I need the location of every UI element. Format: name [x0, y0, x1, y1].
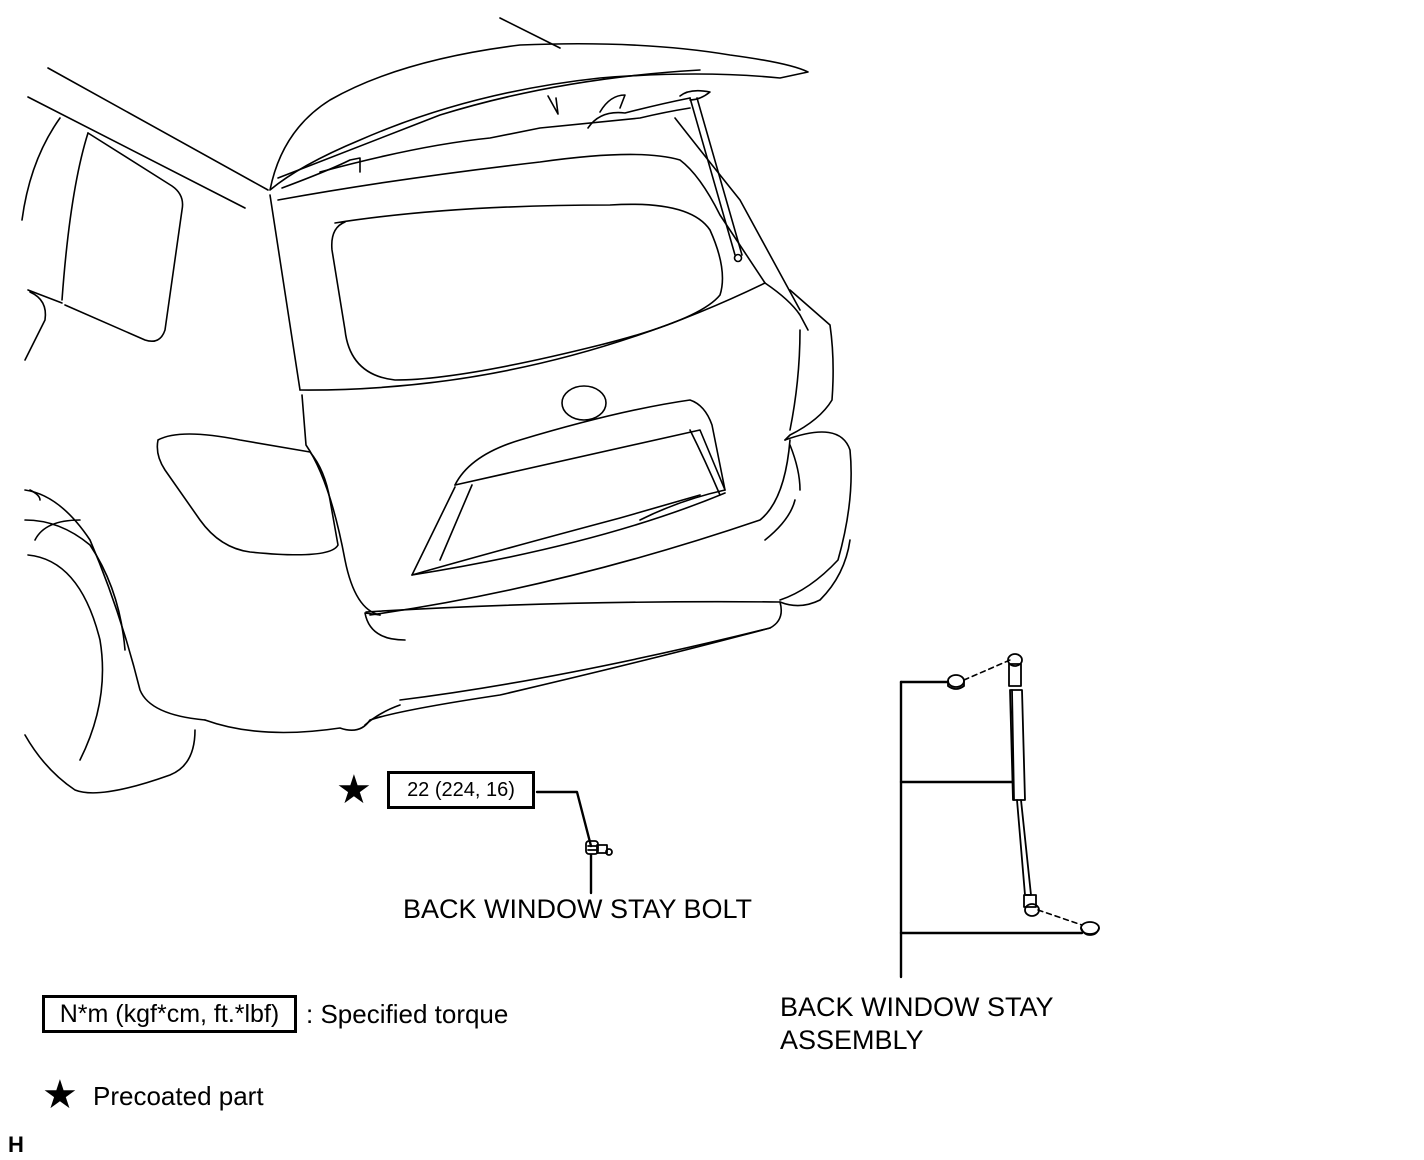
bolt-label: BACK WINDOW STAY BOLT: [403, 894, 753, 924]
legend-torque-box-text: N*m (kgf*cm, ft.*lbf): [59, 999, 280, 1028]
star-icon: ★: [336, 767, 372, 813]
legend-torque-box: N*m (kgf*cm, ft.*lbf): [42, 995, 297, 1033]
wheel: [24, 519, 126, 761]
torque-value: 22 (224, 16): [407, 778, 515, 801]
bolt-part: [585, 840, 613, 856]
wiper: [679, 89, 743, 263]
gas-stay: [1007, 653, 1040, 917]
bumper: [24, 489, 851, 794]
assembly-label-line1: BACK WINDOW STAY: [780, 992, 1054, 1022]
precoat-star-icon: ★: [42, 1072, 78, 1118]
roof-lines: [27, 17, 561, 209]
figure-code: H: [8, 1132, 24, 1157]
legend-precoat-desc: Precoated part: [93, 1081, 264, 1111]
side-window: [21, 117, 184, 361]
stay-dashed-lines: [963, 659, 1083, 926]
assembly-label-line2: ASSEMBLY: [780, 1025, 924, 1055]
lower-door: [301, 385, 791, 616]
spoiler: [269, 42, 809, 191]
torque-callout: 22 (224, 16): [387, 771, 535, 809]
tail-light: [156, 433, 339, 556]
legend-torque-desc: : Specified torque: [306, 999, 509, 1029]
assembly-leader: [899, 680, 1084, 979]
bolt-leader: [535, 790, 593, 895]
back-door: [269, 117, 809, 391]
rear-quarter: [764, 289, 852, 601]
